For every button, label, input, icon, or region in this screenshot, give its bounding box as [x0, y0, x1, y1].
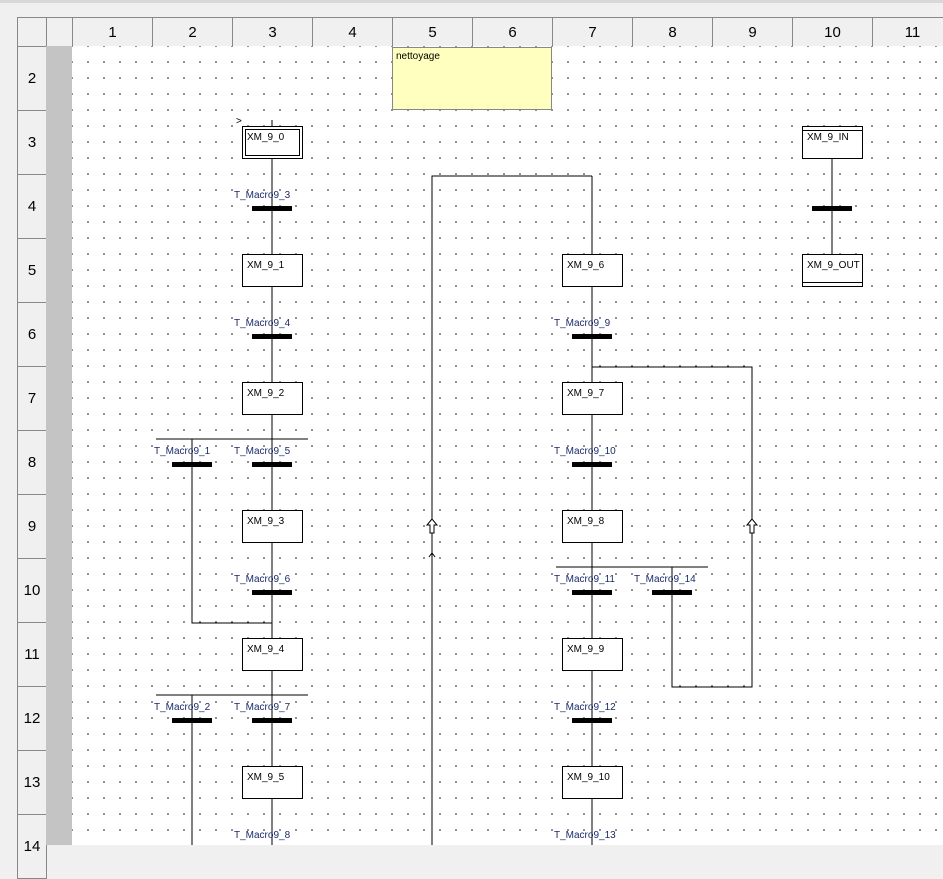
- transition-label: T_Macro9_1: [154, 446, 211, 457]
- step-label: XM_9_9: [567, 644, 605, 655]
- column-header[interactable]: 5: [392, 17, 473, 47]
- row-header[interactable]: 12: [17, 686, 47, 751]
- transition-label: T_Macro9_13: [554, 830, 616, 841]
- transition-bar[interactable]: [252, 590, 292, 595]
- row-header[interactable]: 2: [17, 46, 47, 111]
- loop-back-line: [592, 366, 753, 688]
- step-box[interactable]: [242, 254, 303, 287]
- step-label: XM_9_2: [247, 388, 285, 399]
- transition-label: T_Macro9_4: [234, 318, 291, 329]
- window-frame: [0, 0, 943, 3]
- comment-text: nettoyage: [396, 51, 440, 62]
- row-header[interactable]: 4: [17, 174, 47, 239]
- link-line: [191, 439, 272, 624]
- transition-bar[interactable]: [652, 590, 692, 595]
- step-box[interactable]: [242, 638, 303, 671]
- transition-label: T_Macro9_9: [554, 318, 611, 329]
- transition-bar[interactable]: [252, 718, 292, 723]
- transition-bar[interactable]: [172, 462, 212, 467]
- transition-bar[interactable]: [252, 462, 292, 467]
- step-box[interactable]: [242, 766, 303, 799]
- step-label: XM_9_6: [567, 260, 605, 271]
- transition-label: T_Macro9_5: [234, 446, 291, 457]
- grafcet-diagram[interactable]: nettoyage > XM_9_0XM_9_1XM_9_2XM_9_3XM_9_4…: [0, 0, 943, 845]
- transition-bar[interactable]: [572, 334, 612, 339]
- row-header[interactable]: 5: [17, 238, 47, 303]
- step-label: XM_9_8: [567, 516, 605, 527]
- step-box[interactable]: [562, 510, 623, 543]
- cursor-icon: [428, 552, 436, 565]
- step-label: XM_9_4: [247, 644, 285, 655]
- step-label: XM_9_0: [247, 132, 285, 143]
- transition-label: T_Macro9_7: [234, 702, 291, 713]
- step-box[interactable]: [562, 766, 623, 799]
- step-label: XM_9_IN: [807, 132, 849, 143]
- up-arrow-icon: [745, 518, 759, 534]
- transition-bar[interactable]: [572, 718, 612, 723]
- step-box[interactable]: [242, 126, 303, 159]
- row-header[interactable]: 9: [17, 494, 47, 559]
- transition-label: T_Macro9_12: [554, 702, 616, 713]
- step-box[interactable]: [242, 382, 303, 415]
- transition-label: T_Macro9_8: [234, 830, 291, 841]
- step-label: XM_9_7: [567, 388, 605, 399]
- step-label: XM_9_OUT: [807, 260, 860, 271]
- row-header[interactable]: 10: [17, 558, 47, 623]
- column-header[interactable]: 8: [632, 17, 713, 47]
- transition-label: T_Macro9_11: [554, 574, 615, 585]
- loop-back-line: [431, 175, 592, 845]
- initial-marker: >: [236, 116, 242, 127]
- transition-bar[interactable]: [812, 206, 852, 211]
- comment-box[interactable]: [392, 47, 552, 110]
- initial-step-inner-border: [245, 129, 300, 156]
- step-label: XM_9_1: [247, 260, 285, 271]
- transition-bar[interactable]: [572, 590, 612, 595]
- transition-bar[interactable]: [172, 718, 212, 723]
- transition-label: T_Macro9_2: [154, 702, 211, 713]
- step-label: XM_9_5: [247, 772, 285, 783]
- transition-label: T_Macro9_6: [234, 574, 291, 585]
- step-box[interactable]: [562, 382, 623, 415]
- transition-label: T_Macro9_10: [554, 446, 616, 457]
- column-header[interactable]: 6: [472, 17, 553, 47]
- transition-bar[interactable]: [252, 334, 292, 339]
- step-box[interactable]: [562, 638, 623, 671]
- row-header[interactable]: 8: [17, 430, 47, 495]
- margin-strip: [46, 46, 72, 845]
- step-box[interactable]: [242, 510, 303, 543]
- up-arrow-icon: [425, 518, 439, 534]
- column-header[interactable]: 10: [792, 17, 873, 47]
- grafcet-canvas[interactable]: [72, 46, 943, 845]
- transition-bar[interactable]: [252, 206, 292, 211]
- transition-label: T_Macro9_14: [634, 574, 696, 585]
- transition-label: T_Macro9_3: [234, 190, 291, 201]
- step-box[interactable]: [562, 254, 623, 287]
- step-box[interactable]: [802, 254, 863, 287]
- transition-bar[interactable]: [572, 462, 612, 467]
- step-label: XM_9_10: [567, 772, 610, 783]
- column-header[interactable]: 4: [312, 17, 393, 47]
- row-header[interactable]: 6: [17, 302, 47, 367]
- step-box[interactable]: [802, 126, 863, 159]
- row-header[interactable]: 13: [17, 750, 47, 815]
- column-header[interactable]: 9: [712, 17, 793, 47]
- step-label: XM_9_3: [247, 516, 285, 527]
